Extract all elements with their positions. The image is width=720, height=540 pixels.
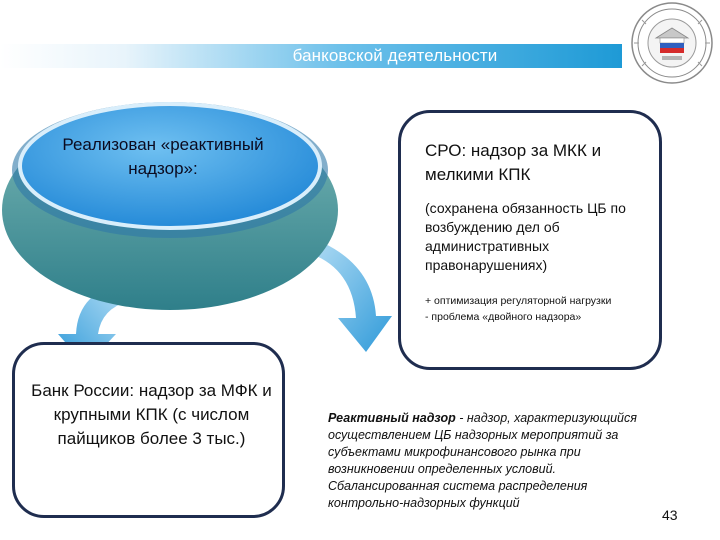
definition-text: - надзор, характеризующийся осуществлени… [328,411,637,476]
bank-russia-text: Банк России: надзор за МФК и крупными КП… [31,381,272,448]
minus-line: - проблема «двойного надзора» [425,311,582,323]
header-title: банковской деятельности [292,46,498,65]
page-number: 43 [662,507,678,523]
arrow-right-down [298,234,392,352]
sro-box: СРО: надзор за МКК и мелкими КПК (сохран… [398,110,662,370]
definition-block: Реактивный надзор - надзор, характеризую… [328,410,638,512]
sro-title: СРО: надзор за МКК и мелкими КПК [425,141,602,184]
definition-extra: Сбалансированная система распределения к… [328,479,588,510]
bank-russia-box: Банк России: надзор за МФК и крупными КП… [12,342,285,518]
plus-line: + оптимизация регуляторной нагрузки [425,295,612,307]
university-logo [622,0,720,86]
sro-note: (сохранена обязанность ЦБ по возбуждению… [425,200,626,273]
sro-pros-cons: + оптимизация регуляторной нагрузки - пр… [425,293,661,325]
header-band [0,44,622,68]
definition-term: Реактивный надзор [328,411,456,425]
ellipse-shape [0,100,350,330]
ellipse-label: Реализован «реактивный надзор»: [62,135,264,178]
